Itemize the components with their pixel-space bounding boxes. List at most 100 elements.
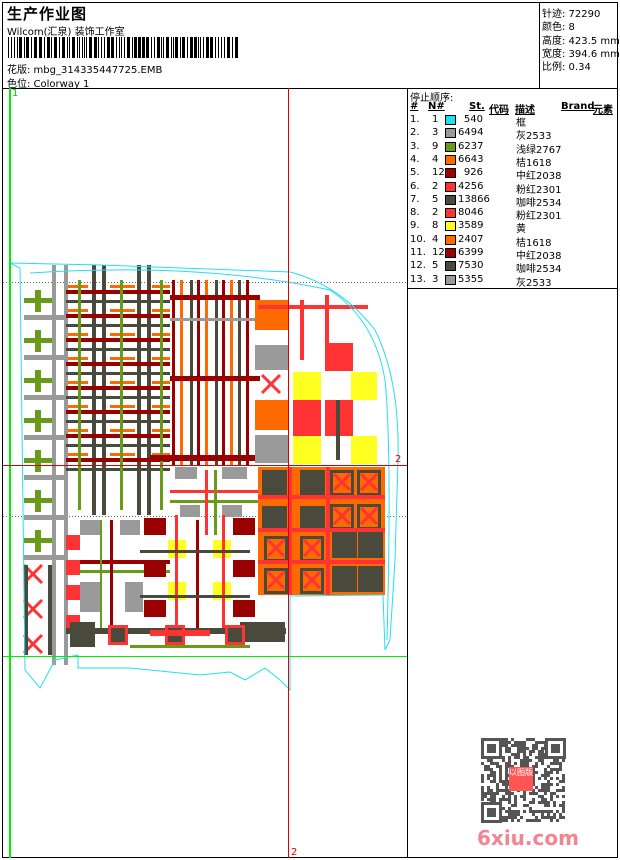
qr-module [541, 789, 544, 792]
qr-module [517, 741, 520, 744]
qr-module [559, 804, 562, 807]
qr-module [535, 765, 538, 768]
stitch-block [140, 550, 250, 553]
qr-module [499, 774, 502, 777]
row-needle: 4 [432, 233, 439, 245]
barcode-bar [82, 37, 83, 58]
qr-module [562, 804, 565, 807]
stitch-block [130, 645, 250, 648]
qr-module [523, 744, 526, 747]
qr-module [520, 759, 523, 762]
qr-module [532, 789, 535, 792]
qr-module [532, 750, 535, 753]
qr-module [505, 744, 508, 747]
qr-module [508, 750, 511, 753]
qr-module [547, 780, 550, 783]
stat-colors: 颜色: 8 [542, 22, 575, 33]
barcode-bar [175, 37, 178, 58]
qr-module [541, 795, 544, 798]
row-stitches: 926 [463, 167, 483, 179]
qr-module [517, 753, 520, 756]
stitch-block [351, 436, 377, 464]
qr-module [514, 810, 517, 813]
qr-module [535, 741, 538, 744]
green-axis-vertical [9, 88, 11, 858]
qr-module [526, 804, 529, 807]
qr-module [508, 816, 511, 819]
qr-module [544, 804, 547, 807]
barcode-bar [206, 37, 209, 58]
barcode-bar [86, 37, 87, 58]
color-swatch [445, 234, 456, 245]
qr-module [490, 768, 493, 771]
frame-outline [9, 262, 399, 692]
qr-module [484, 765, 487, 768]
qr-module [532, 774, 535, 777]
qr-module [496, 765, 499, 768]
stitch-block [238, 280, 241, 465]
stitch-block [24, 355, 68, 360]
qr-module [505, 750, 508, 753]
qr-module [502, 795, 505, 798]
barcode-bar [161, 37, 162, 58]
qr-module [535, 786, 538, 789]
row-stitches: 3589 [458, 220, 484, 232]
qr-module [508, 801, 511, 804]
qr-module [481, 795, 484, 798]
qr-module [559, 813, 562, 816]
row-needle: 12 [432, 167, 445, 179]
qr-module [505, 798, 508, 801]
qr-module [523, 756, 526, 759]
stitch-block [205, 280, 208, 465]
stitch-block [35, 450, 41, 472]
barcode-bar [111, 37, 114, 58]
row-index: 7. [410, 193, 420, 205]
stat-height: 高度: 423.5 mm [542, 36, 620, 47]
barcode-bar [138, 37, 141, 58]
qr-module [508, 810, 511, 813]
barcode-bar [67, 37, 68, 58]
color-stop-row: 8. 2 8046 粉红2301 [408, 207, 616, 222]
qr-module [532, 771, 535, 774]
qr-module [502, 756, 505, 759]
stitch-block [80, 570, 170, 573]
stitch-block [246, 280, 249, 465]
qr-module [502, 783, 505, 786]
qr-module [508, 756, 511, 759]
barcode-bar [69, 37, 70, 58]
color-swatch [445, 168, 456, 179]
row-description: 桔1618 [516, 157, 552, 169]
qr-module [559, 762, 562, 765]
qr-module [514, 762, 517, 765]
site-logo: 6xiu.com [477, 826, 579, 850]
stitch-block [80, 560, 170, 564]
barcode-bar [132, 37, 133, 58]
qr-module [490, 795, 493, 798]
stitch-block [24, 315, 68, 320]
colorway: 色位: Colorway 1 [7, 79, 90, 90]
stitch-block [35, 370, 41, 392]
row-description: 浅绿2767 [516, 144, 562, 156]
qr-module [496, 792, 499, 795]
qr-module [562, 801, 565, 804]
qr-module [514, 798, 517, 801]
qr-module [550, 771, 553, 774]
qr-module [559, 789, 562, 792]
qr-module [532, 798, 535, 801]
stitch-block [332, 532, 357, 558]
qr-module [523, 792, 526, 795]
barcode-bar [94, 37, 97, 58]
barcode-bar [59, 37, 60, 58]
color-stop-row: 3. 9 6237 浅绿2767 [408, 141, 616, 156]
row-stitches: 4256 [458, 180, 484, 192]
qr-module [523, 810, 526, 813]
qr-module [484, 792, 487, 795]
qr-module [508, 765, 511, 768]
qr-module [490, 771, 493, 774]
qr-module [493, 780, 496, 783]
barcode-bar [54, 37, 57, 58]
qr-module [526, 738, 529, 741]
qr-module [493, 798, 496, 801]
color-stop-row: 12. 5 7530 咖啡2534 [408, 260, 616, 275]
